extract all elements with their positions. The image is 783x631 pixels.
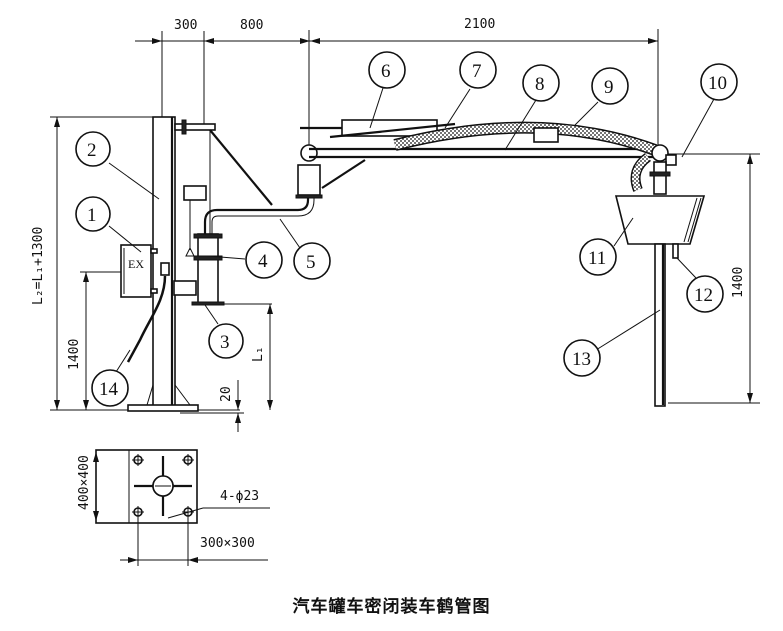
balloon-9: 9 bbox=[574, 67, 629, 126]
balloon-13: 13 bbox=[563, 309, 661, 377]
dim-1400-right: 1400 bbox=[731, 267, 746, 298]
balloon-3: 3 bbox=[204, 304, 244, 359]
balloon-label: 2 bbox=[87, 140, 97, 161]
balloon-label: 4 bbox=[258, 251, 268, 272]
drop-pipe-assembly bbox=[614, 161, 706, 407]
riser-assembly bbox=[173, 164, 323, 306]
drawing-title: 汽车罐车密闭装车鹤管图 bbox=[292, 597, 491, 617]
dim-800: 800 bbox=[240, 18, 263, 33]
balloon-label: 7 bbox=[472, 61, 482, 82]
balloon-5: 5 bbox=[279, 218, 331, 280]
explosion-proof-box: EX bbox=[120, 244, 170, 363]
ex-mark: EX bbox=[128, 257, 144, 271]
balloon-11: 11 bbox=[579, 217, 634, 276]
balloon-12: 12 bbox=[676, 257, 724, 313]
dim-1400-left: 1400 bbox=[67, 339, 82, 370]
balloon-label: 11 bbox=[588, 248, 606, 269]
balloon-label: 12 bbox=[694, 285, 713, 306]
balloon-8: 8 bbox=[504, 64, 560, 151]
horizontal-arm bbox=[300, 119, 677, 192]
balloon-6: 6 bbox=[368, 51, 406, 129]
top-dimension-chain: 300 800 2100 bbox=[135, 17, 659, 150]
balloon-label: 1 bbox=[87, 205, 97, 226]
balloon-label: 6 bbox=[381, 61, 391, 82]
balloon-2: 2 bbox=[75, 131, 160, 200]
balloon-1: 1 bbox=[75, 196, 142, 253]
balloon-label: 13 bbox=[572, 349, 591, 370]
dim-20: 20 bbox=[219, 386, 234, 402]
balloon-label: 3 bbox=[220, 332, 230, 353]
dim-bolt-holes: 4-ϕ23 bbox=[220, 489, 259, 504]
dim-300x300: 300×300 bbox=[200, 536, 255, 551]
part-balloons: 1 2 3 4 5 6 7 8 9 10 11 12 13 14 bbox=[75, 51, 738, 407]
balloon-label: 5 bbox=[306, 252, 316, 273]
balloon-14: 14 bbox=[91, 349, 131, 407]
balloon-7: 7 bbox=[444, 51, 497, 129]
balloon-10: 10 bbox=[681, 63, 738, 158]
dim-l2: L₂=L₁+1300 bbox=[31, 227, 46, 305]
dim-2100: 2100 bbox=[464, 17, 495, 32]
dim-400x400: 400×400 bbox=[77, 455, 92, 510]
dim-300: 300 bbox=[174, 18, 197, 33]
balloon-label: 14 bbox=[99, 379, 119, 400]
base-plate-detail: 400×400 4-ϕ23 300×300 bbox=[77, 449, 270, 566]
balloon-label: 8 bbox=[535, 74, 545, 95]
right-dimension: 1400 bbox=[668, 153, 760, 404]
dim-l1: L₁ bbox=[251, 346, 266, 362]
balloon-label: 10 bbox=[708, 73, 727, 94]
bolt-hole-tl bbox=[132, 454, 144, 466]
balloon-4: 4 bbox=[207, 241, 283, 279]
bolt-hole-tr bbox=[182, 454, 194, 466]
balloon-label: 9 bbox=[604, 77, 614, 98]
